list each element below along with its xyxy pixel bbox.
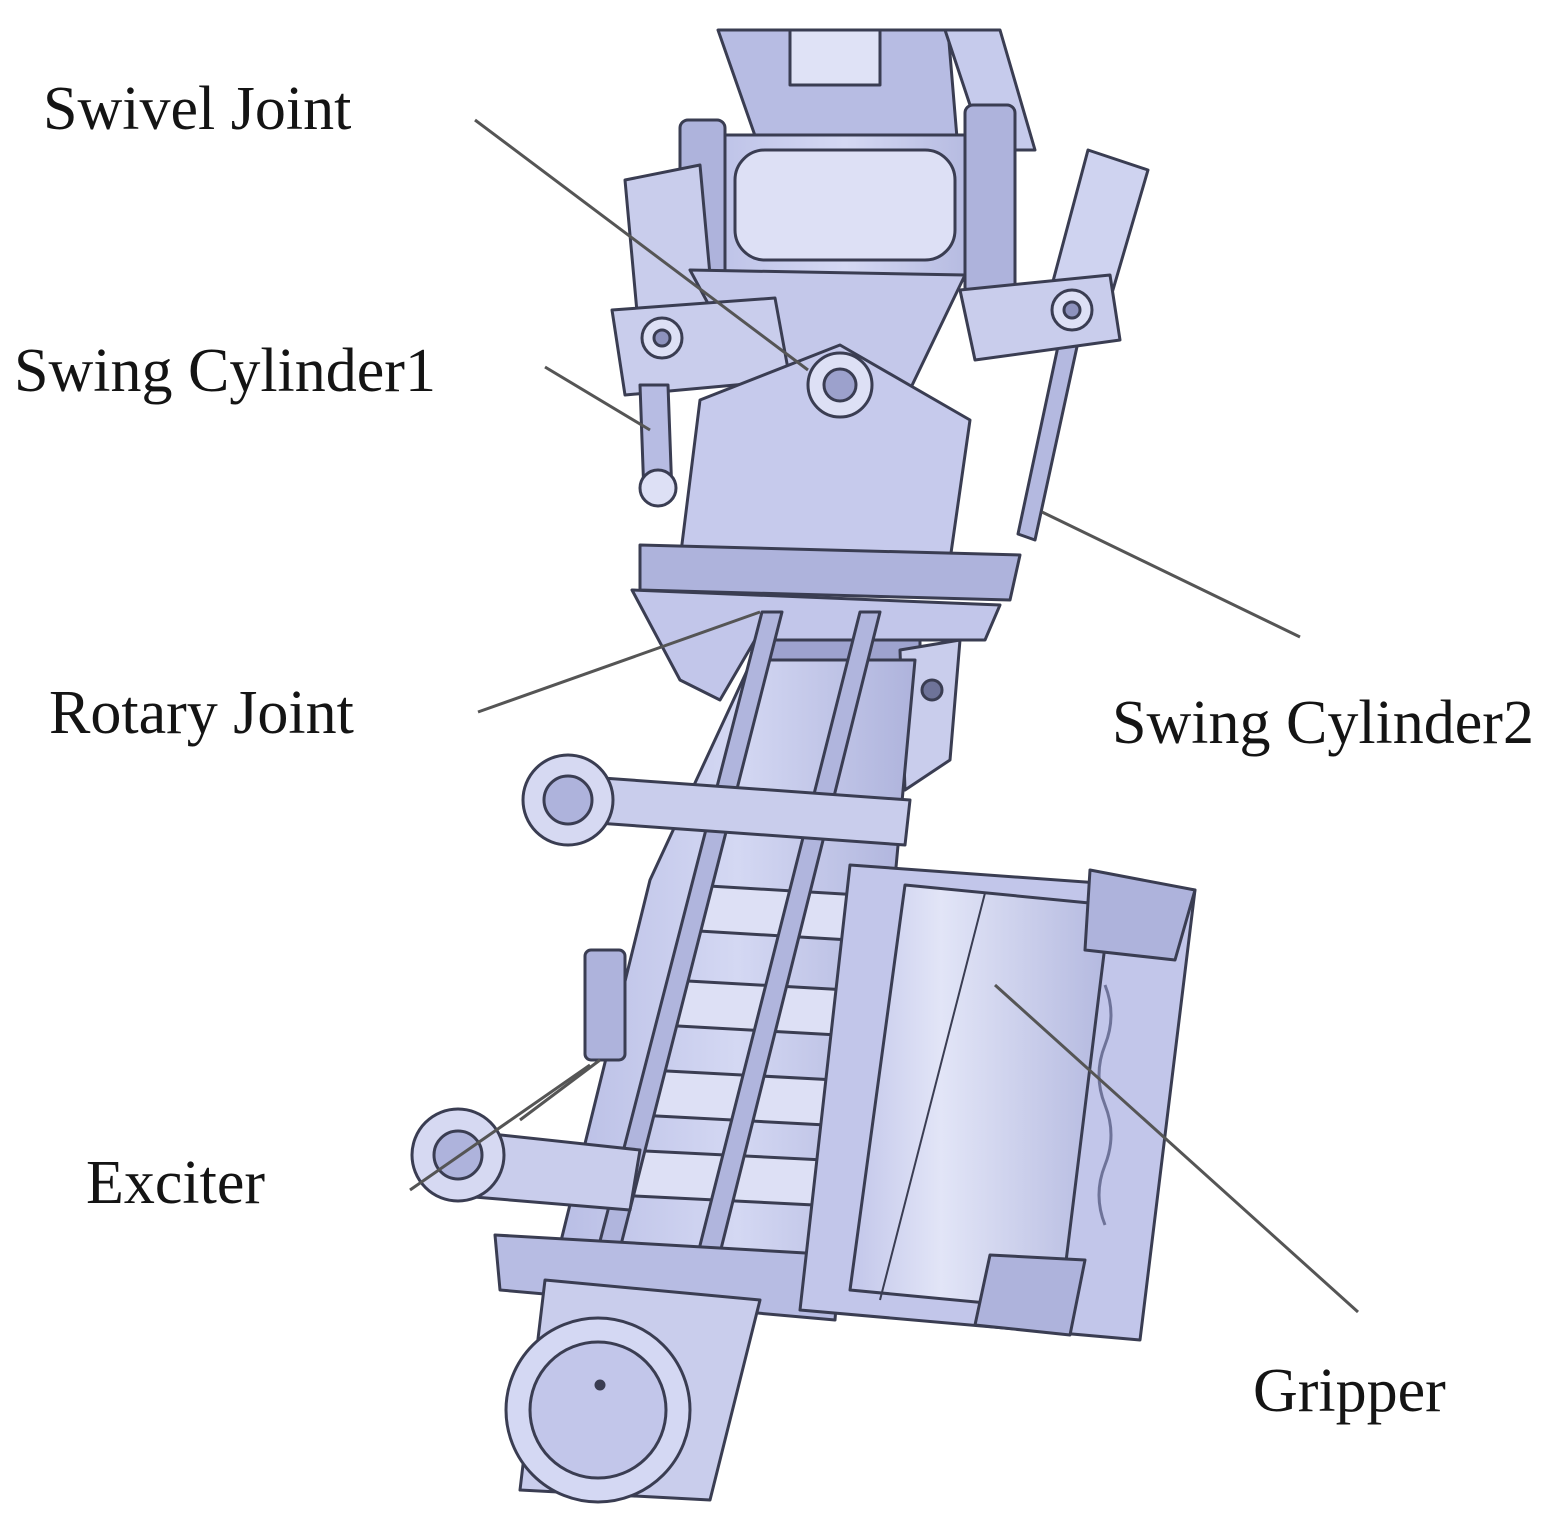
leader-gripper	[993, 983, 1360, 1314]
pivot-block	[638, 343, 1022, 602]
leader-swing-cylinder-2	[1041, 510, 1301, 639]
label-swivel-joint: Swivel Joint	[43, 75, 352, 143]
label-gripper: Gripper	[1253, 1357, 1446, 1425]
swing-cylinder-1	[638, 383, 678, 508]
leader-swing-cylinder-1	[544, 365, 651, 432]
leader-swivel-joint	[474, 118, 809, 372]
leader-exciter-1	[409, 1063, 591, 1192]
leader-lines	[409, 118, 1360, 1314]
label-rotary-joint: Rotary Joint	[49, 679, 354, 747]
leader-rotary-joint	[477, 610, 761, 714]
label-exciter: Exciter	[86, 1149, 266, 1217]
leader-exciter-2	[519, 1058, 601, 1122]
label-swing-cylinder-2: Swing Cylinder2	[1112, 689, 1534, 757]
exciter	[410, 753, 912, 1212]
label-swing-cylinder-1: Swing Cylinder1	[14, 337, 436, 405]
lower-arm	[504, 1278, 762, 1504]
gripper	[798, 863, 1197, 1342]
